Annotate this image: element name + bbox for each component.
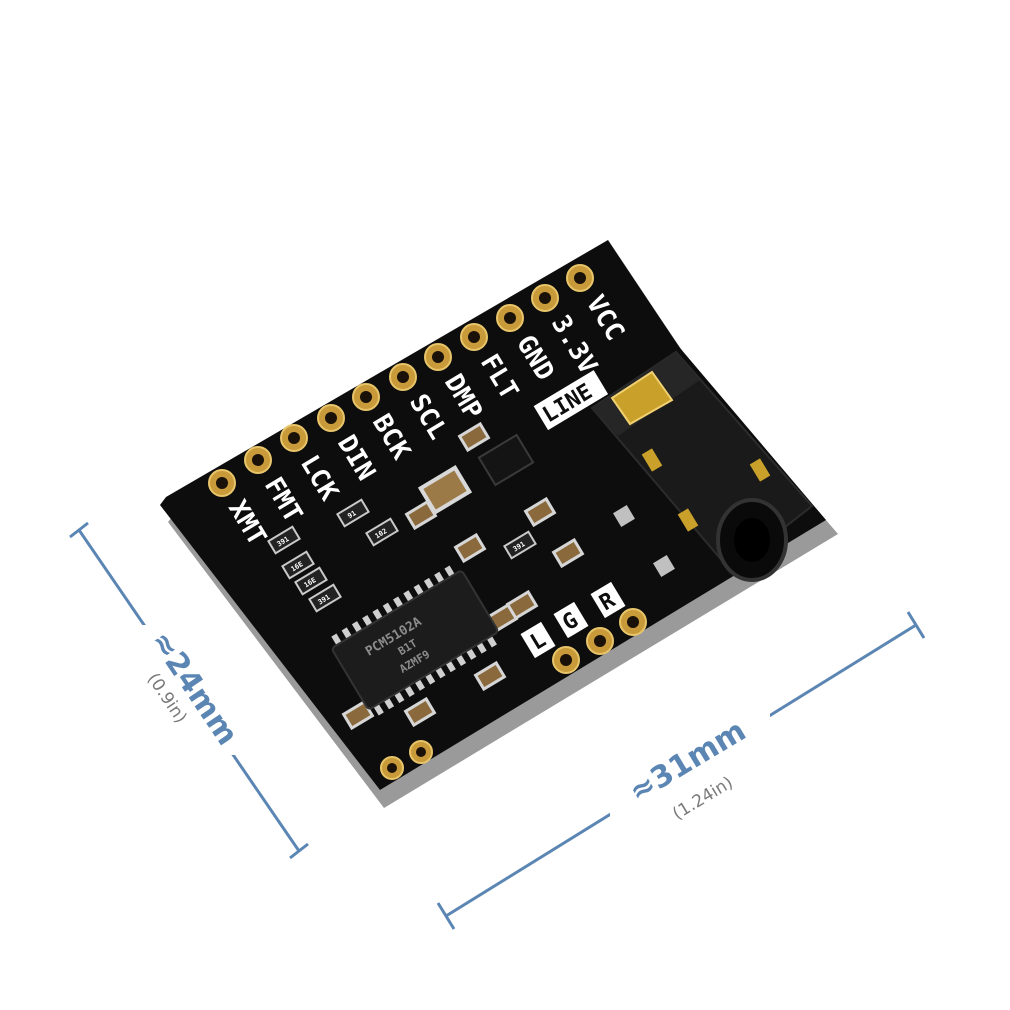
smd-capacitors [341,421,585,731]
pad-l [552,646,580,674]
height-dimension: ≈24mm (0.9in) [69,521,309,860]
pad-vcc [566,264,594,292]
audio-jack [590,350,814,582]
pad-corner-1 [380,756,404,780]
resistor-16e-b: 16E [294,566,328,596]
svg-text:91: 91 [346,509,357,520]
pad-3v3 [531,284,559,312]
pad-corner-2 [409,740,433,764]
resistor-91: 91 [336,498,370,528]
pad-gnd [496,304,524,332]
dac-chip: PCM5102A B1T AZMF9 [331,565,499,716]
pad-r [619,608,647,636]
pcb-board: XMT FMT LCK DIN BCK SCL DMP FLT GND 3.3V… [160,240,838,808]
resistor-391-b: 391 [308,583,342,613]
pad-g [586,627,614,655]
resistor-391-c: 391 [503,530,537,560]
corner-pads [380,740,433,780]
pad-fmt [244,446,272,474]
audio-output-pads: L G R [520,581,647,674]
jack-gold-contact [610,370,674,426]
pad-scl [389,363,417,391]
resistor-391-a: 391 [267,525,301,555]
resistor-102: 102 [365,517,399,547]
pad-xmt [208,469,236,497]
pad-bck [352,383,380,411]
smd-resistors: 391 16E 16E 391 102 391 [267,498,537,613]
pad-dmp [424,343,452,371]
pad-lck [280,424,308,452]
header-pads-top [208,264,594,497]
pad-flt [460,323,488,351]
pad-din [317,404,345,432]
resistor-16e-a: 16E [281,550,315,580]
width-dimension: ≈31mm (1.24in) [436,611,926,930]
